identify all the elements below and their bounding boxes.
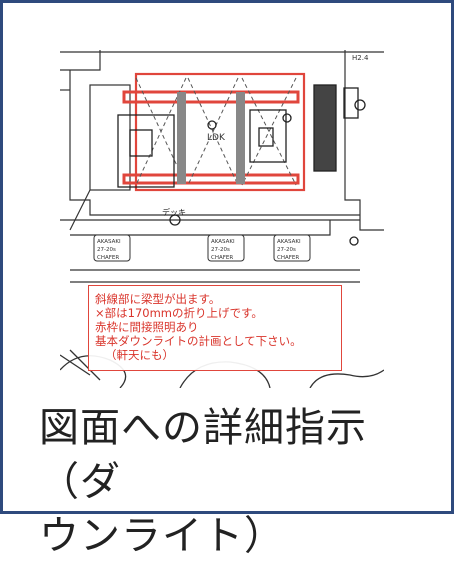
fixture-model: 27-20s	[211, 247, 230, 253]
fixture-model: 27-20s	[97, 247, 116, 253]
ceiling-height-label: H2.4	[352, 54, 369, 62]
note-line: 基本ダウンライトの計画として下さい。	[95, 334, 302, 348]
caption-line-1: 図面への詳細指示（ダ	[39, 405, 367, 505]
ceiling-recess-frame	[134, 72, 306, 192]
note-line: （軒天にも）	[105, 348, 174, 362]
beam-hatch	[177, 92, 245, 184]
note-line: 赤枠に間接照明あり	[95, 320, 199, 334]
note-line: ×部は170mmの折り上げです。	[95, 306, 263, 320]
fixture-boxes	[93, 234, 311, 262]
fixture-code: AKASAKI	[97, 239, 121, 245]
furniture	[117, 84, 366, 246]
fixture-finish: CHAFER	[97, 255, 119, 261]
floor-plan-image[interactable]: LDK デッキ H2.4 AKASAKI 27-20s CHAFER AKASA…	[60, 30, 384, 388]
deck-label: デッキ	[162, 207, 186, 217]
fixture-finish: CHAFER	[277, 255, 299, 261]
ldk-label: LDK	[207, 133, 226, 143]
fixture-model: 27-20s	[277, 247, 296, 253]
floor-plan-drawing: LDK デッキ H2.4 AKASAKI 27-20s CHAFER AKASA…	[60, 50, 384, 388]
fixture-code: AKASAKI	[211, 239, 235, 245]
fixture-finish: CHAFER	[211, 255, 233, 261]
note-line: 斜線部に梁型が出ます。	[95, 292, 221, 306]
raised-ceiling-marks	[135, 77, 297, 186]
fixture-code: AKASAKI	[277, 239, 301, 245]
annotation-note: 斜線部に梁型が出ます。 ×部は170mmの折り上げです。 赤枠に間接照明あり 基…	[88, 285, 342, 371]
caption-line-2: ウンライト）	[39, 513, 285, 559]
card-caption: 図面への詳細指示（ダ ウンライト）	[39, 401, 439, 563]
indirect-light-frame	[122, 90, 300, 185]
